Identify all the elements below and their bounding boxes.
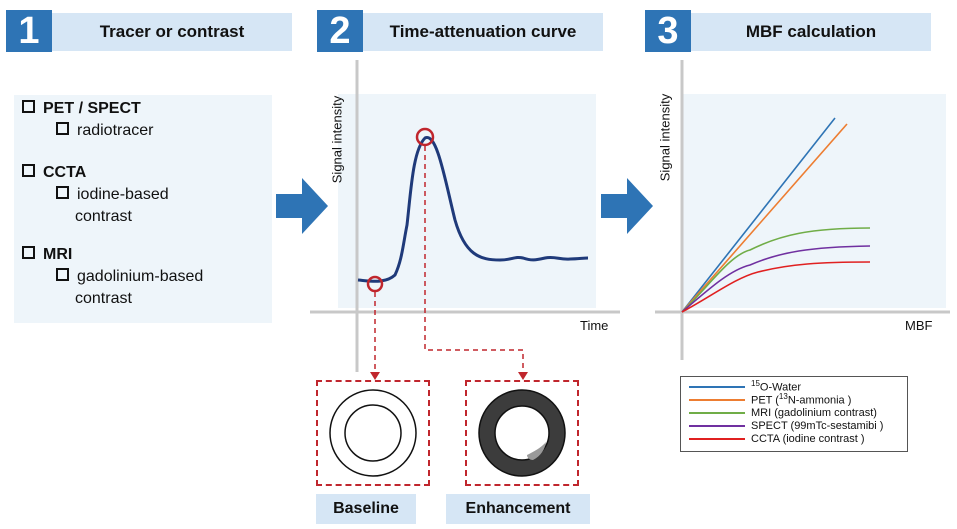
tracer-list: PET / SPECT radiotracer CCTA iodine-base… bbox=[22, 98, 272, 310]
checkbox-icon bbox=[56, 186, 69, 200]
step-1-number: 1 bbox=[6, 10, 52, 52]
legend-swatch bbox=[689, 411, 745, 414]
mbf-legend: 15O-Water PET (13N-ammonia ) MRI (gadoli… bbox=[680, 376, 908, 452]
legend-swatch bbox=[689, 398, 745, 401]
agent-label: gadolinium-based bbox=[77, 268, 204, 285]
legend-swatch bbox=[689, 424, 745, 427]
legend-item-spect: SPECT (99mTc-sestamibi ) bbox=[681, 419, 907, 432]
series-line-o-water bbox=[681, 117, 836, 313]
legend-swatch bbox=[689, 385, 745, 388]
checkbox-icon bbox=[22, 164, 35, 178]
legend-item-o-water: 15O-Water bbox=[681, 379, 907, 394]
arrow-right-icon bbox=[601, 178, 653, 234]
baseline-label: Baseline bbox=[316, 494, 416, 524]
tac-plot-area bbox=[338, 94, 596, 308]
series-line-spect bbox=[681, 245, 871, 313]
agent-label: radiotracer bbox=[77, 122, 154, 139]
legend-label: MRI (gadolinium contrast) bbox=[751, 406, 877, 419]
peak-marker-icon bbox=[415, 127, 435, 147]
checkbox-icon bbox=[22, 246, 35, 260]
modality-label: MRI bbox=[43, 246, 73, 263]
tracer-item-mri: MRI gadolinium-based contrast bbox=[22, 244, 272, 310]
mbf-chart bbox=[655, 60, 950, 360]
mbf-x-axis-label: MBF bbox=[905, 318, 933, 333]
tac-chart bbox=[310, 60, 620, 380]
legend-item-ccta: CCTA (iodine contrast ) bbox=[681, 432, 907, 445]
agent-label-continued: contrast bbox=[75, 208, 132, 225]
legend-label: SPECT (99mTc-sestamibi ) bbox=[751, 419, 884, 432]
modality-label: PET / SPECT bbox=[43, 100, 141, 117]
enhancement-label: Enhancement bbox=[446, 494, 590, 524]
tac-curve bbox=[357, 136, 589, 283]
enhancement-connector bbox=[424, 146, 524, 378]
mbf-y-axis-label: Signal intensity bbox=[657, 93, 673, 182]
step-3-number: 3 bbox=[645, 10, 691, 52]
legend-swatch bbox=[689, 437, 745, 440]
tac-y-axis-label: Signal intensity bbox=[329, 95, 345, 184]
legend-item-mri: MRI (gadolinium contrast) bbox=[681, 406, 907, 419]
series-line-ccta bbox=[681, 261, 871, 313]
step-2-number: 2 bbox=[317, 10, 363, 52]
legend-label: 15O-Water bbox=[751, 379, 802, 394]
tracer-item-pet-spect: PET / SPECT radiotracer bbox=[22, 98, 272, 142]
modality-label: CCTA bbox=[43, 164, 87, 181]
step-1-title: Tracer or contrast bbox=[52, 13, 292, 51]
arrow-down-icon bbox=[518, 372, 528, 380]
agent-label-continued: contrast bbox=[75, 290, 132, 307]
tracer-item-ccta: CCTA iodine-based contrast bbox=[22, 162, 272, 228]
arrow-right-icon bbox=[276, 178, 328, 234]
enhancement-ring-icon bbox=[478, 389, 566, 477]
arrow-down-icon bbox=[370, 372, 380, 380]
step-3-title: MBF calculation bbox=[691, 13, 931, 51]
step-2-title: Time-attenuation curve bbox=[363, 13, 603, 51]
agent-label: iodine-based bbox=[77, 186, 169, 203]
checkbox-icon bbox=[22, 100, 35, 114]
legend-item-pet-ammonia: PET (13N-ammonia ) bbox=[681, 392, 907, 407]
mbf-plot-area bbox=[682, 94, 946, 308]
series-line-mri bbox=[681, 227, 871, 313]
checkbox-icon bbox=[56, 122, 69, 136]
baseline-marker-icon bbox=[366, 275, 384, 293]
enhancement-image-box bbox=[465, 380, 579, 486]
baseline-ring-icon bbox=[329, 389, 417, 477]
tac-x-axis-label: Time bbox=[580, 318, 609, 333]
series-line-pet-ammonia bbox=[681, 123, 848, 313]
legend-label: PET (13N-ammonia ) bbox=[751, 392, 852, 407]
checkbox-icon bbox=[56, 268, 69, 282]
baseline-image-box bbox=[316, 380, 430, 486]
legend-label: CCTA (iodine contrast ) bbox=[751, 432, 865, 445]
